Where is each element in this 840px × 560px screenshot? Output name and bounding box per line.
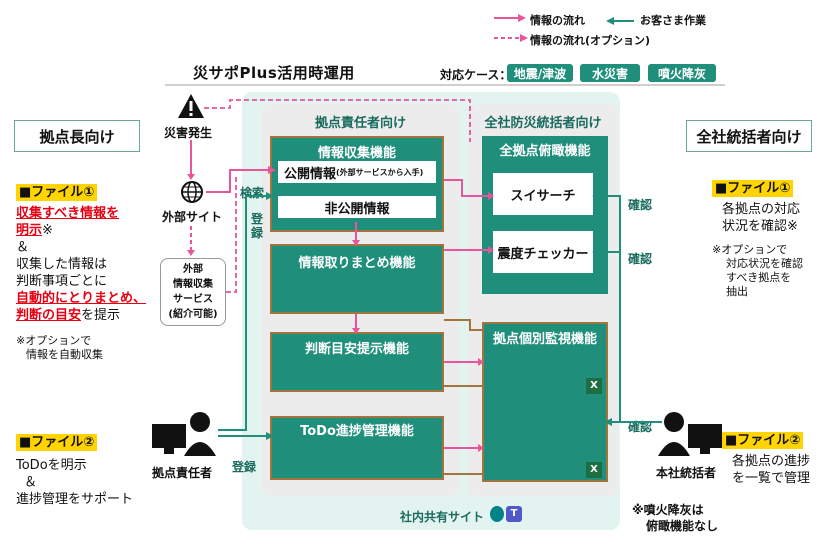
left-line6-tail: を提示: [81, 308, 121, 323]
left-line4: 判断事項ごとに: [16, 274, 108, 289]
base-manager-icon: [152, 412, 216, 456]
left-line3: 収集した情報は: [16, 257, 108, 272]
legend-info-flow-option: 情報の流れ(オプション): [530, 34, 651, 47]
external-service-line4: (紹介可能): [168, 309, 218, 320]
header-divider: [165, 84, 725, 86]
customer-arrow: [218, 195, 270, 431]
customer-arrow: [596, 195, 662, 423]
left-note1: ※オプションで: [16, 334, 92, 347]
globe-icon: [181, 181, 203, 203]
legend-info-flow: 情報の流れ: [530, 14, 585, 27]
left-line1: 収集すべき情報を: [16, 206, 120, 221]
legend-customer-arrow: [606, 17, 634, 25]
right-note1: ※オプションで: [712, 243, 788, 256]
judgement-box: 判断目安提示機能: [270, 332, 444, 392]
volcano-note2: 俯瞰機能なし: [646, 519, 719, 533]
legend: [492, 8, 662, 54]
base-monitor-box: 拠点個別監視機能: [482, 322, 608, 482]
confirm-label-3: 確認: [628, 420, 653, 434]
left-file1-text: ■ファイル① 収集すべき情報を 明示※ ＆ 収集した情報は 判断事項ごとに 自動…: [16, 184, 166, 362]
right-r2: 状況を確認※: [722, 219, 798, 234]
legend-arrows: [494, 14, 528, 42]
left-todo1: ToDoを明示: [16, 458, 87, 473]
monitor-link: [444, 319, 482, 331]
excel-icon: X: [586, 378, 602, 394]
case-chip-flood: 水災害: [580, 64, 640, 82]
right-file2-tag: ■ファイル②: [722, 432, 804, 449]
left-heading: 拠点長向け: [14, 120, 140, 152]
base-manager-label: 拠点責任者: [152, 466, 213, 480]
register-label: 登録: [232, 460, 257, 474]
left-file1-tag: ■ファイル①: [16, 184, 98, 201]
left-line2-tail: ※: [42, 223, 53, 238]
flow-arrow: [444, 179, 492, 197]
right-r3: 各拠点の進捗: [732, 454, 811, 469]
left-amp1: ＆: [16, 240, 30, 255]
info-collect-title: 情報収集機能: [317, 146, 396, 161]
left-line6: 判断の目安: [16, 308, 82, 323]
confirm-label-1: 確認: [628, 198, 653, 212]
hq-zone-title: 全社防災統括者向け: [484, 116, 602, 131]
right-r1: 各拠点の対応: [722, 202, 801, 217]
external-service-line2: 情報収集: [173, 279, 213, 290]
info-summary-box: 情報取りまとめ機能: [270, 244, 444, 314]
left-note2: 情報を自動収集: [26, 348, 103, 361]
external-site-label: 外部サイト: [162, 210, 223, 224]
overview-title: 全拠点俯瞰機能: [499, 144, 591, 159]
right-note4: 抽出: [726, 285, 748, 298]
hq-manager-icon: [658, 412, 722, 456]
confirm-label-2: 確認: [628, 252, 653, 266]
external-service-line3: サービス: [173, 294, 213, 305]
public-info-label: 公開情報: [284, 166, 337, 182]
case-chip-earthquake: 地震/津波: [507, 64, 573, 82]
public-info-note: (外部サービスから入手): [336, 167, 424, 177]
legend-customer-work: お客さま作業: [640, 14, 706, 27]
flow-arrow-option: [226, 176, 237, 293]
external-service-line1: 外部: [183, 264, 203, 275]
right-r4: を一覧で管理: [732, 471, 811, 486]
teams-icon: T: [506, 506, 522, 522]
hq-manager-label: 本社統括者: [656, 466, 717, 480]
page-title: 災サポPlus活用時運用: [193, 64, 355, 82]
case-label: 対応ケース：: [440, 68, 512, 82]
right-file1-tag: ■ファイル①: [712, 180, 794, 197]
left-file2-text: ■ファイル② ToDoを明示 ＆ 進捗管理をサポート: [16, 434, 166, 508]
right-file2-text: ■ファイル② 各拠点の進捗 を一覧で管理: [722, 432, 834, 487]
app-shindo-checker: 震度チェッカー: [492, 230, 594, 274]
right-note2: 対応状況を確認: [726, 257, 803, 270]
sharepoint-icon: [490, 506, 504, 522]
private-info-box: 非公開情報: [277, 195, 437, 219]
base-zone-title: 拠点責任者向け: [314, 116, 406, 131]
shared-site-label: 社内共有サイト: [400, 510, 485, 524]
todo-box: ToDo進捗管理機能: [270, 416, 444, 480]
volcano-note: ※噴火降灰は 俯瞰機能なし: [632, 502, 718, 534]
flow-arrow-option: [204, 99, 471, 142]
external-service-box: 外部 情報収集 サービス (紹介可能): [160, 258, 226, 326]
left-file2-tag: ■ファイル②: [16, 434, 98, 451]
right-note3: すべき拠点を: [726, 271, 792, 284]
left-line5: 自動的にとりまとめ、: [16, 291, 147, 306]
left-todo2: 進捗管理をサポート: [16, 492, 134, 507]
left-amp2: ＆: [24, 475, 38, 490]
public-info-box: 公開情報 (外部サービスから入手): [277, 160, 437, 184]
warning-icon: [178, 94, 204, 118]
register-label-vertical: 登録: [250, 212, 263, 240]
right-file1-text: ■ファイル① 各拠点の対応 状況を確認※ ※オプションで 対応状況を確認 すべき…: [712, 180, 832, 299]
app-suisearch: スイサーチ: [492, 172, 594, 216]
left-line2: 明示: [16, 223, 43, 238]
right-heading: 全社統括者向け: [686, 120, 812, 152]
flow-arrow: [206, 169, 270, 193]
disaster-label: 災害発生: [164, 126, 213, 140]
excel-icon: X: [586, 462, 602, 478]
volcano-note1: ※噴火降灰は: [632, 503, 704, 517]
case-chip-volcano: 噴火降灰: [648, 64, 716, 82]
